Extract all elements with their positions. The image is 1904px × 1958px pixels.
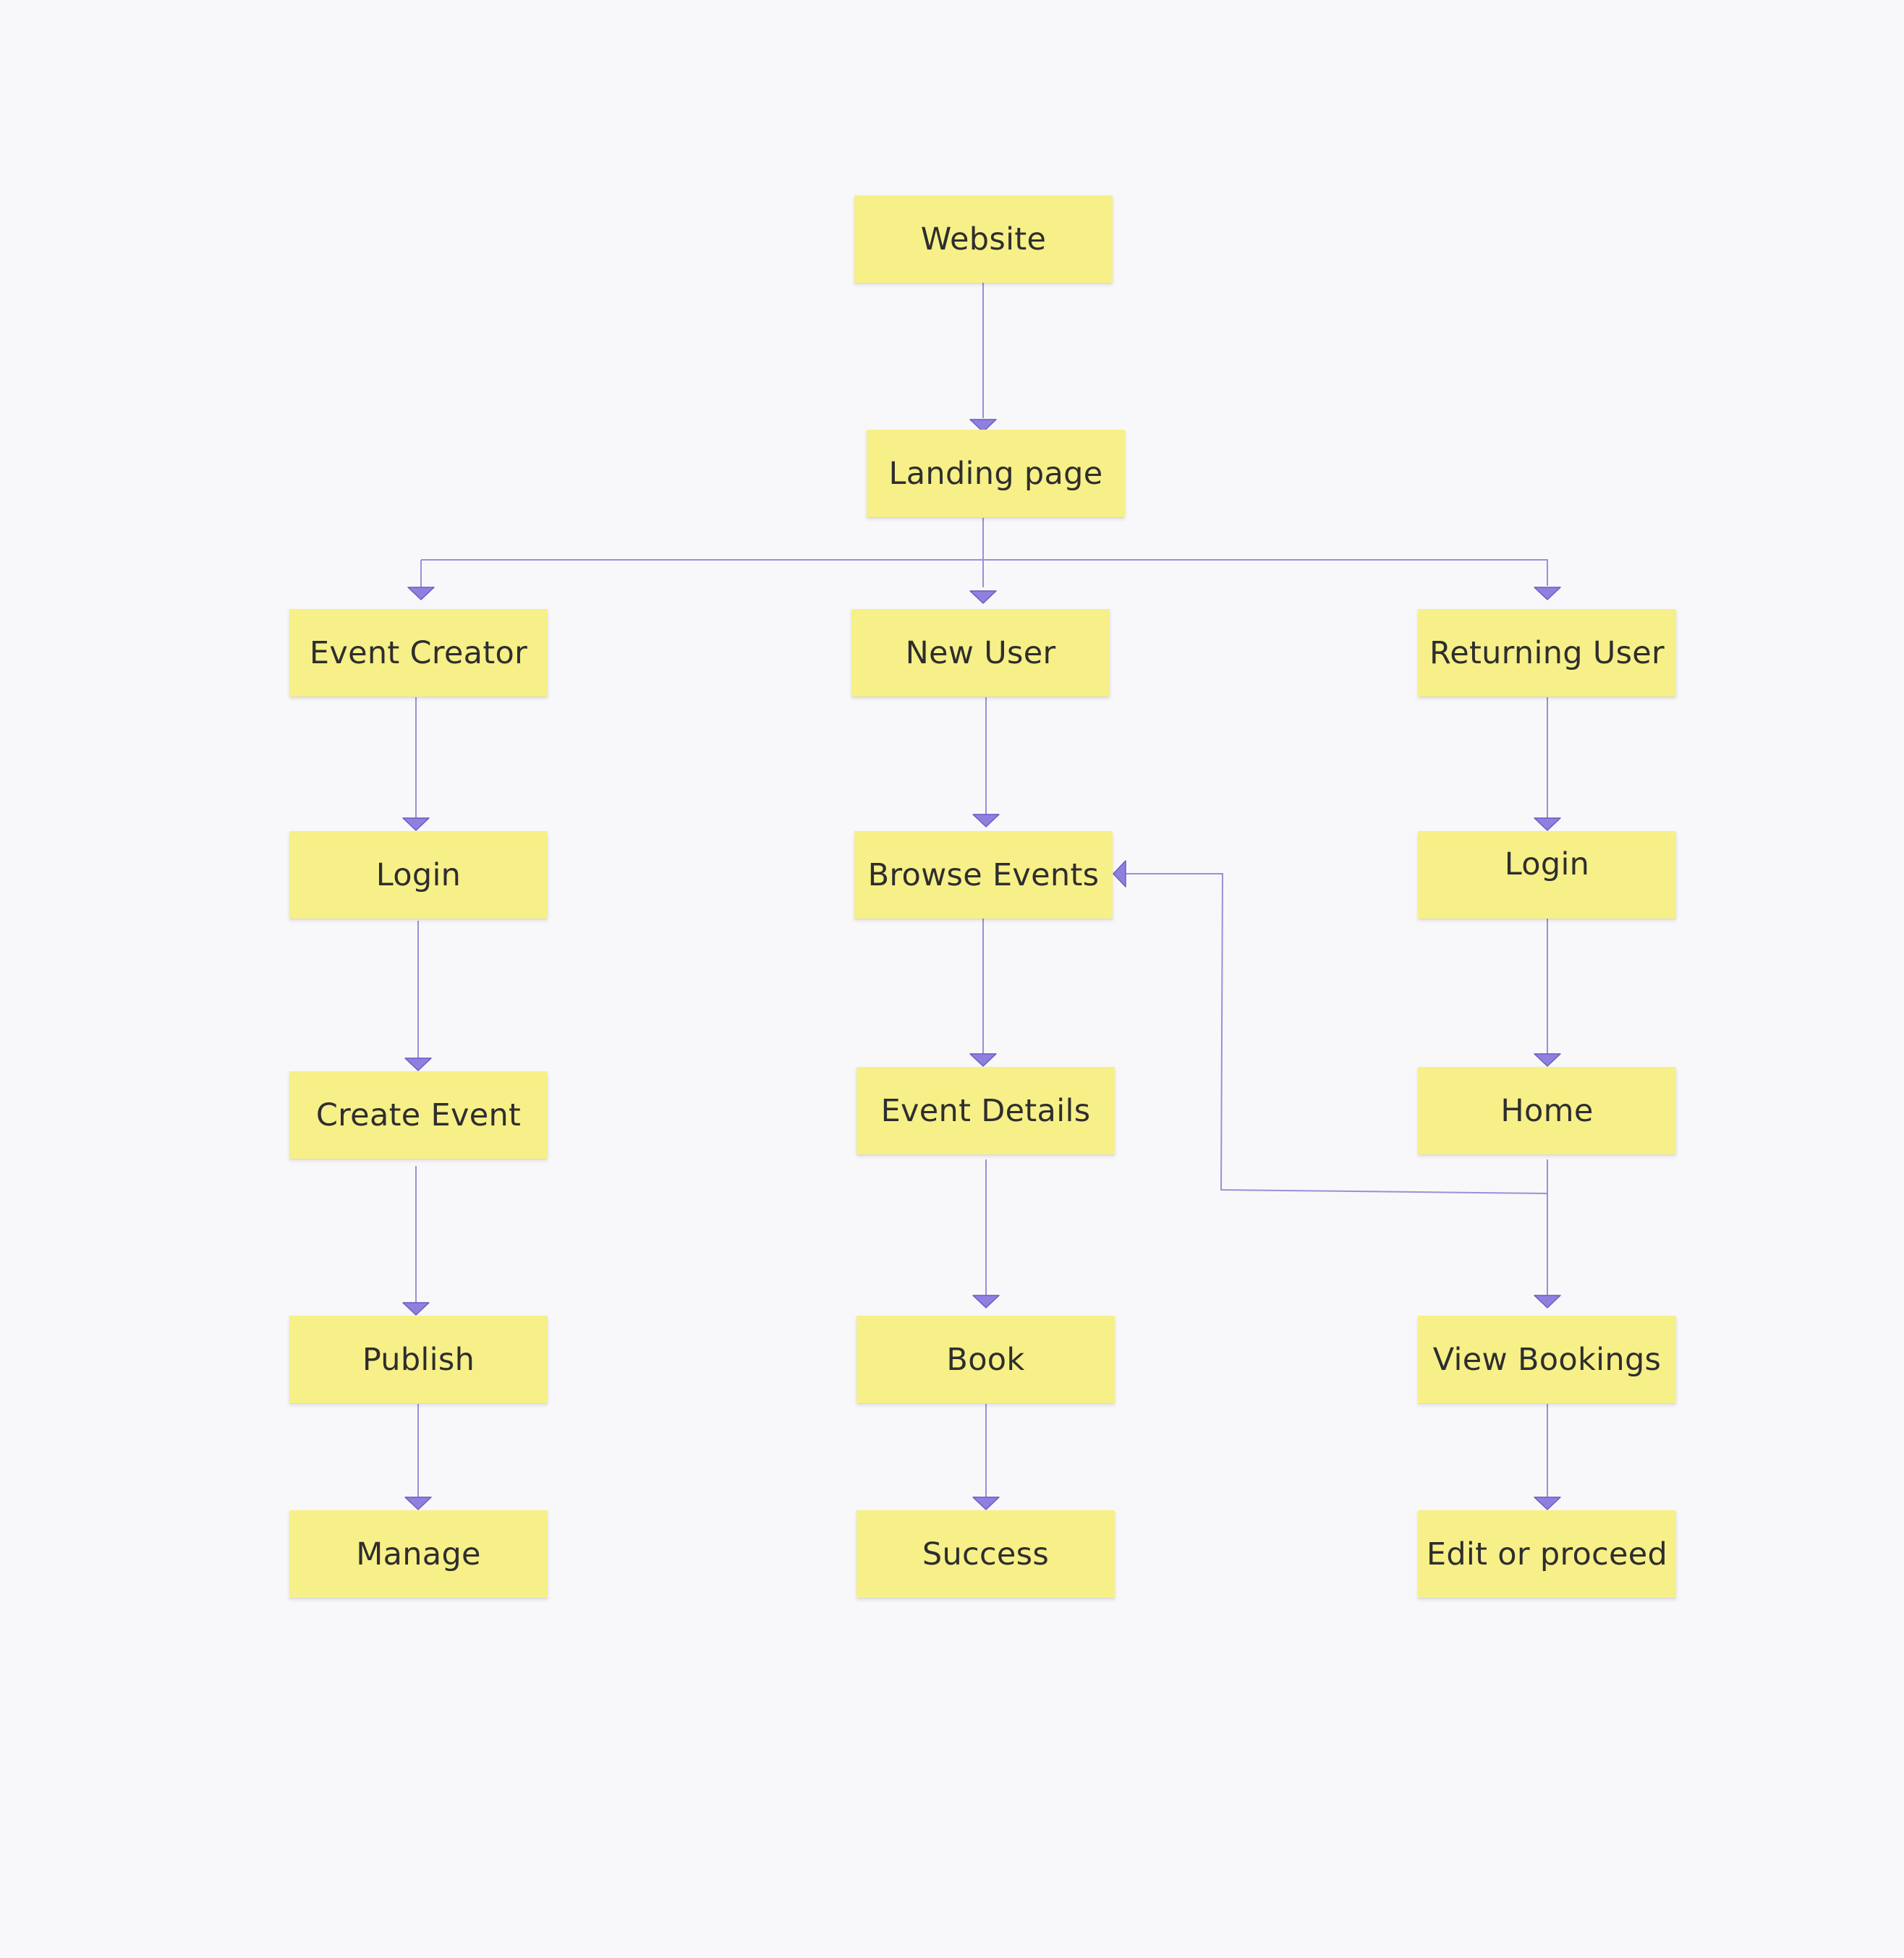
node-label: Create Event: [315, 1097, 522, 1133]
node-browse-events[interactable]: Browse Events: [854, 831, 1113, 919]
node-view-bookings[interactable]: View Bookings: [1418, 1316, 1676, 1403]
node-publish[interactable]: Publish: [289, 1316, 548, 1403]
node-label: Home: [1500, 1092, 1594, 1129]
node-landing-page[interactable]: Landing page: [867, 430, 1125, 517]
edge-home-browse-loop: [1125, 873, 1548, 1216]
node-label: Success: [922, 1536, 1050, 1572]
node-label: Browse Events: [867, 856, 1100, 893]
node-success[interactable]: Success: [857, 1510, 1115, 1598]
node-label: Manage: [356, 1536, 481, 1572]
node-manage[interactable]: Manage: [289, 1510, 548, 1598]
node-home[interactable]: Home: [1418, 1067, 1676, 1154]
arrow-into-creator-login: [402, 817, 430, 831]
node-label: View Bookings: [1432, 1341, 1662, 1378]
node-new-user[interactable]: New User: [851, 609, 1110, 697]
node-returning-login[interactable]: Login: [1418, 831, 1676, 919]
arrow-into-edit-or-proceed: [1534, 1497, 1561, 1510]
arrow-into-home: [1534, 1053, 1561, 1067]
arrow-into-view-bookings: [1534, 1295, 1561, 1308]
node-label: Landing page: [888, 455, 1103, 492]
arrow-into-book: [972, 1295, 1000, 1308]
node-create-event[interactable]: Create Event: [289, 1071, 548, 1159]
node-label: Login: [375, 856, 462, 893]
node-label: Event Creator: [309, 634, 528, 671]
node-returning-user[interactable]: Returning User: [1418, 609, 1676, 697]
node-edit-or-proceed[interactable]: Edit or proceed: [1418, 1510, 1676, 1598]
arrow-into-returning-user: [1534, 587, 1561, 600]
node-book[interactable]: Book: [857, 1316, 1115, 1403]
arrow-into-browse-from-home: [1113, 860, 1126, 888]
arrow-into-success: [972, 1497, 1000, 1510]
node-event-details[interactable]: Event Details: [857, 1067, 1115, 1154]
node-label: New User: [905, 634, 1056, 671]
arrow-into-create-event: [404, 1057, 432, 1071]
arrow-into-landing: [969, 419, 997, 433]
arrow-into-returning-login: [1534, 817, 1561, 831]
node-event-creator[interactable]: Event Creator: [289, 609, 548, 697]
node-website[interactable]: Website: [854, 195, 1113, 283]
arrow-into-publish: [402, 1302, 430, 1316]
arrow-into-browse: [972, 814, 1000, 827]
node-label: Login: [1504, 846, 1590, 882]
arrow-into-event-creator: [407, 587, 435, 600]
node-label: Book: [946, 1341, 1025, 1378]
arrow-into-manage: [404, 1497, 432, 1510]
node-label: Edit or proceed: [1426, 1536, 1668, 1572]
node-label: Event Details: [880, 1092, 1091, 1129]
node-label: Website: [920, 221, 1047, 257]
node-label: Publish: [362, 1341, 475, 1378]
arrow-into-event-details: [969, 1053, 997, 1067]
node-creator-login[interactable]: Login: [289, 831, 548, 919]
node-label: Returning User: [1429, 634, 1665, 671]
edge-landing-branch: [420, 559, 1548, 587]
arrow-into-new-user: [969, 590, 997, 604]
